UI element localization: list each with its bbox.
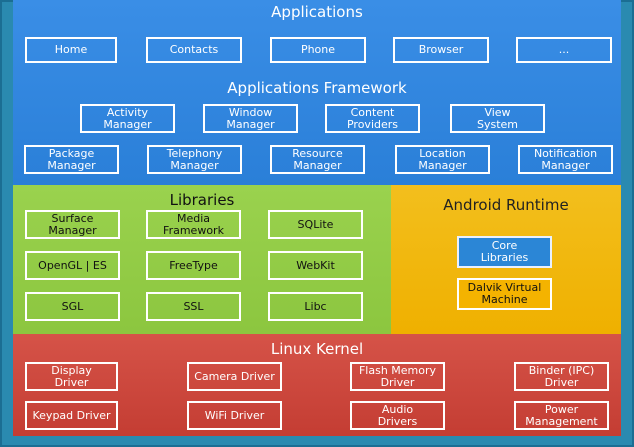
app-more: ... xyxy=(516,37,612,63)
freetype: FreeType xyxy=(146,251,241,280)
telephony-manager: Telephony Manager xyxy=(147,145,242,174)
core-libraries: Core Libraries xyxy=(457,236,552,268)
framework-title: Applications Framework xyxy=(227,79,407,97)
display-driver: Display Driver xyxy=(25,362,118,391)
app-browser: Browser xyxy=(393,37,489,63)
content-providers: Content Providers xyxy=(325,104,420,133)
opengl-es: OpenGL | ES xyxy=(25,251,120,280)
resource-manager: Resource Manager xyxy=(270,145,365,174)
package-manager: Package Manager xyxy=(24,145,119,174)
notification-manager: Notification Manager xyxy=(518,145,613,174)
surface-manager: Surface Manager xyxy=(25,210,120,239)
activity-manager: Activity Manager xyxy=(80,104,175,133)
libc: Libc xyxy=(268,292,363,321)
window-manager: Window Manager xyxy=(203,104,298,133)
binder-ipc-driver: Binder (IPC) Driver xyxy=(514,362,609,391)
android-runtime-title: Android Runtime xyxy=(443,196,569,214)
sqlite: SQLite xyxy=(268,210,363,239)
location-manager: Location Manager xyxy=(395,145,490,174)
app-home: Home xyxy=(25,37,117,63)
linux-kernel-title: Linux Kernel xyxy=(270,340,364,358)
libraries-layer xyxy=(13,185,391,334)
power-management: Power Management xyxy=(514,401,609,430)
app-contacts: Contacts xyxy=(146,37,242,63)
libraries-title: Libraries xyxy=(169,191,235,209)
applications-title: Applications xyxy=(271,3,363,21)
dalvik-virtual-machine: Dalvik Virtual Machine xyxy=(457,278,552,310)
flash-memory-driver: Flash Memory Driver xyxy=(350,362,445,391)
ssl: SSL xyxy=(146,292,241,321)
webkit: WebKit xyxy=(268,251,363,280)
media-framework: Media Framework xyxy=(146,210,241,239)
sgl: SGL xyxy=(25,292,120,321)
view-system: View System xyxy=(450,104,545,133)
camera-driver: Camera Driver xyxy=(187,362,282,391)
app-phone: Phone xyxy=(270,37,366,63)
wifi-driver: WiFi Driver xyxy=(187,401,282,430)
keypad-driver: Keypad Driver xyxy=(25,401,118,430)
audio-drivers: Audio Drivers xyxy=(350,401,445,430)
linux-kernel-layer xyxy=(13,334,621,436)
